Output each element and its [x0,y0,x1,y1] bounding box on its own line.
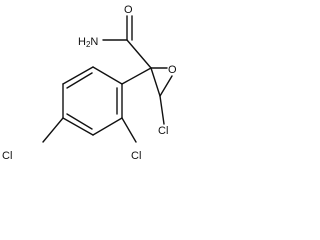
ring-bond-5 [62,66,94,85]
atom-label-carbonyl-oxygen: O [124,4,133,16]
atom-label-chlorine-ortho: Cl [131,150,141,162]
atom-label-chlorine-para: Cl [2,150,12,162]
bond-ring-to-chlorine-ortho [121,117,137,143]
atom-label-epoxide-oxygen: O [168,64,177,76]
bond-carbonyl-to-epoxide-carbon [126,39,152,69]
bond-epoxide-carbon-to-chlorine [159,95,165,125]
bond-ring-to-chlorine-para [42,117,64,143]
ring-bond-5-inner [66,72,93,89]
bond-epoxide-carbon-to-ring [121,67,152,85]
ring-bond-3-inner [66,113,93,130]
atom-labels: O H2N O Cl Cl Cl [2,4,177,162]
ring-bond-2 [92,117,123,136]
ring-bond-3 [62,117,94,136]
bond-epoxide-c1-c2 [150,67,161,97]
bond-epoxide-oxygen-c2 [159,75,173,97]
ring-bond-6 [92,66,123,85]
atom-label-chlorine-epoxide: Cl [158,125,168,137]
bond-lines [42,15,173,143]
chemical-structure-diagram: O H2N O Cl Cl Cl [2,4,177,162]
atom-label-amide-nitrogen: H2N [78,36,98,49]
